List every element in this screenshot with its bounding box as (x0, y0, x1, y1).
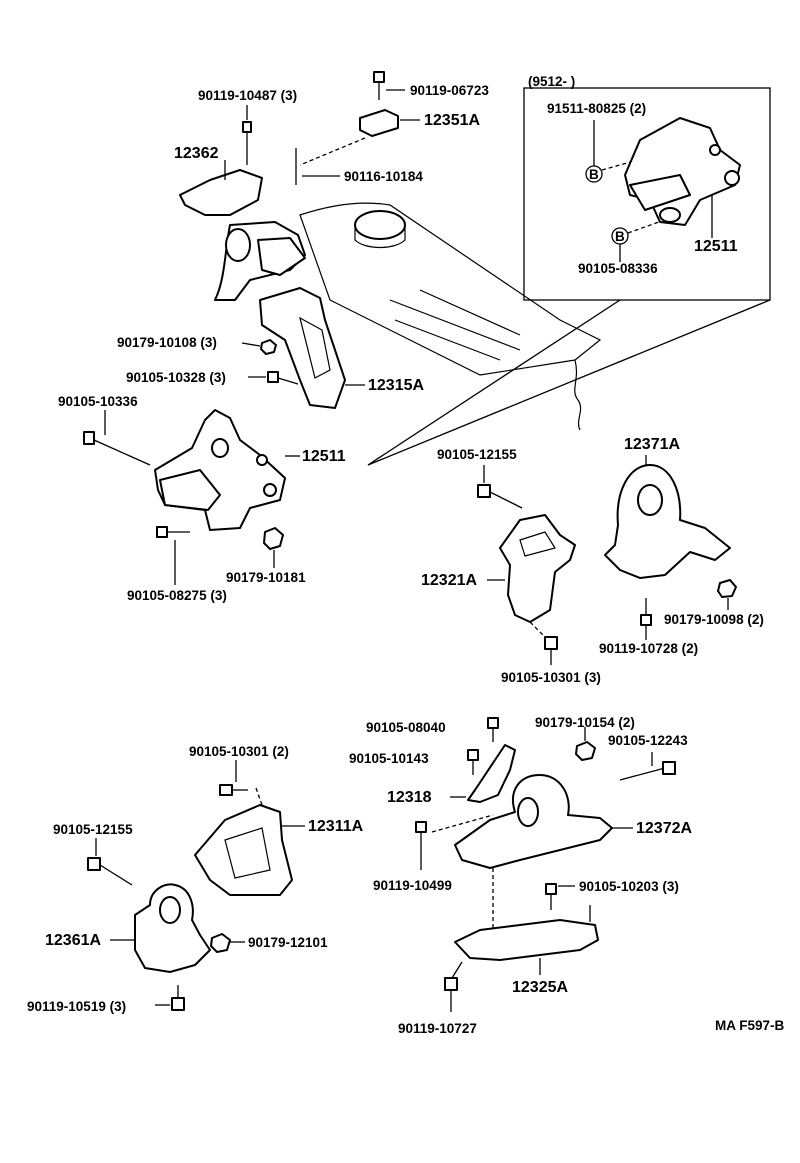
svg-text:B: B (615, 229, 625, 244)
label-90105-10203: 90105-10203 (3) (579, 879, 679, 894)
bolt-90119-10519 (155, 985, 185, 1011)
inset-bolt-bottom-label: 90105-08336 (578, 261, 658, 276)
part-12362 (179, 160, 263, 216)
bolt-90105-08275 (156, 526, 190, 585)
label-90179-10108: 90179-10108 (3) (117, 335, 217, 350)
part-12325A (454, 905, 599, 975)
bolt-90119-10499 (415, 821, 427, 870)
inset-box: (9512- ) 91511-80825 (2) 90105-08336 125… (367, 74, 771, 466)
label-90105-10336: 90105-10336 (58, 394, 138, 409)
bolt-90105-08040 (487, 717, 499, 742)
nut-90179-10098 (717, 579, 737, 610)
label-90119-06723: 90119-06723 (410, 83, 489, 98)
label-90105-10301-2: 90105-10301 (2) (189, 744, 289, 759)
bolt-90105-10301-2 (219, 760, 263, 806)
label-12311A: 12311A (308, 818, 364, 835)
bolt-90105-10336 (83, 410, 151, 466)
stud-90116-10184 (295, 148, 340, 185)
label-90105-12155-upper: 90105-12155 (437, 447, 517, 462)
bolt-90119-10487 (242, 105, 252, 165)
label-90119-10519: 90119-10519 (3) (27, 999, 126, 1014)
label-90105-08040: 90105-08040 (366, 720, 446, 735)
inset-bolt-top-label: 91511-80825 (2) (547, 101, 646, 116)
bolt-90105-10328 (248, 371, 299, 385)
bolt-90119-06723 (373, 71, 405, 100)
label-90179-10181: 90179-10181 (226, 570, 306, 585)
label-12361A: 12361A (45, 932, 101, 949)
label-12371A: 12371A (624, 436, 680, 453)
label-90105-10301-3: 90105-10301 (3) (501, 670, 601, 685)
part-12318 (450, 744, 516, 803)
part-engine-mount-body (214, 221, 306, 301)
inset-mount-label: 12511 (694, 238, 738, 255)
label-12351A: 12351A (424, 112, 480, 129)
label-90119-10487: 90119-10487 (3) (198, 88, 297, 103)
diagram-code: MA F597-B (715, 1018, 785, 1033)
bolt-90105-12155-lower (87, 838, 133, 886)
label-90179-10154: 90179-10154 (2) (535, 715, 635, 730)
part-12361A (110, 883, 211, 973)
part-12511 (154, 409, 300, 531)
label-90116-10184: 90116-10184 (344, 169, 423, 184)
nut-90179-10181 (263, 527, 284, 568)
label-12362: 12362 (174, 145, 219, 162)
nut-90179-10108 (241, 339, 277, 355)
label-90179-10098: 90179-10098 (2) (664, 612, 764, 627)
nut-90179-12101 (210, 933, 245, 953)
part-12321A (487, 514, 576, 641)
label-12511: 12511 (302, 448, 346, 465)
label-90119-10499: 90119-10499 (373, 878, 452, 893)
bolt-90119-10728 (640, 598, 652, 640)
label-90119-10727: 90119-10727 (398, 1021, 477, 1036)
bolt-90105-12243 (619, 752, 676, 781)
label-90119-10728: 90119-10728 (2) (599, 641, 698, 656)
label-90105-10143: 90105-10143 (349, 751, 429, 766)
bolt-90105-12155-upper (477, 465, 523, 509)
label-90105-10328: 90105-10328 (3) (126, 370, 226, 385)
bolt-90105-10143 (467, 749, 479, 775)
bolt-90105-10301-3 (544, 636, 558, 665)
label-12372A: 12372A (636, 820, 692, 837)
bolt-90105-10203 (545, 883, 575, 910)
inset-mount-12511 (624, 117, 741, 226)
label-12318: 12318 (387, 789, 432, 806)
nut-90179-10154 (575, 727, 596, 761)
label-90105-12243: 90105-12243 (608, 733, 688, 748)
svg-text:B: B (589, 167, 599, 182)
label-90179-12101: 90179-12101 (248, 935, 328, 950)
label-12321A: 12321A (421, 572, 477, 589)
label-12315A: 12315A (368, 377, 424, 394)
engine-block-outline (299, 202, 602, 431)
part-12315A (259, 287, 365, 409)
label-90105-12155-lower: 90105-12155 (53, 822, 133, 837)
inset-b-marker-bottom: B (611, 227, 629, 245)
part-12371A (604, 455, 731, 579)
part-12311A (194, 804, 305, 896)
bolt-90119-10727 (444, 961, 463, 1012)
part-12372A (431, 774, 633, 930)
label-90105-08275: 90105-08275 (3) (127, 588, 227, 603)
label-12325A: 12325A (512, 979, 568, 996)
part-12351A (299, 109, 420, 166)
inset-b-marker-top: B (585, 165, 603, 183)
inset-header: (9512- ) (528, 74, 575, 89)
